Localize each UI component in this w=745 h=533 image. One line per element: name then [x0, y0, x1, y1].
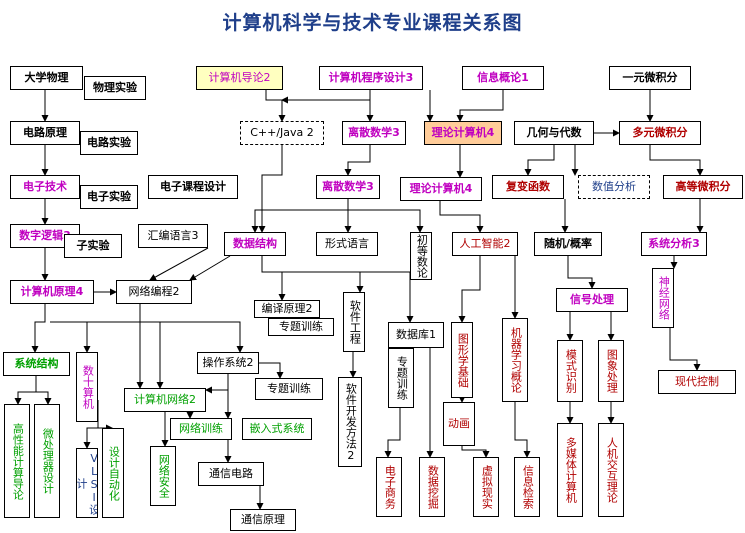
- course-node-lssx2: 离散数学3: [316, 175, 380, 199]
- connector-arrow: [456, 90, 504, 122]
- course-node-txyl: 通信原理: [230, 509, 296, 531]
- course-node-xxgl: 信息概论1: [462, 66, 544, 90]
- connector-arrow: [149, 247, 209, 281]
- connector-arrow: [514, 402, 531, 458]
- course-node-dywjf: 多元微积分: [619, 121, 701, 145]
- course-node-czxt: 操作系统2: [197, 352, 259, 374]
- course-node-jqxx: 机器学习概论: [502, 318, 528, 402]
- course-node-sjwl: 神经网络: [652, 268, 674, 328]
- connector-arrow: [348, 209, 424, 233]
- course-node-xsyy: 形式语言: [316, 232, 378, 256]
- course-node-wlaq: 网络安全: [150, 446, 176, 506]
- course-node-hbyy: 汇编语言3: [138, 224, 208, 248]
- course-node-ztxl2: 专题训练: [388, 348, 414, 408]
- connector-arrow: [669, 328, 701, 371]
- course-node-dzsy: 电子实验: [80, 185, 138, 209]
- connector-arrow: [50, 321, 91, 353]
- connector-arrow: [189, 255, 231, 281]
- course-node-vlsi: VLSI设计: [76, 448, 98, 518]
- course-node-xhcl: 信号处理: [556, 288, 628, 312]
- connector-arrow: [60, 321, 244, 353]
- course-node-dzkcsj: 电子课程设计: [148, 175, 238, 199]
- course-node-dxwl: 大学物理: [10, 66, 83, 90]
- course-node-jsjdl: 计算机导论2: [196, 66, 283, 90]
- course-node-gxnjs: 高性能计算导论: [4, 404, 30, 518]
- connector-arrow: [83, 400, 99, 449]
- connector-arrow: [31, 304, 46, 353]
- course-node-byyl: 编译原理2: [254, 300, 320, 318]
- course-node-ztxl3: 专题训练: [255, 378, 323, 400]
- course-node-qrsxt: 嵌入式系统: [242, 418, 312, 440]
- connector-arrow: [649, 145, 704, 176]
- course-node-sjsj: 数十算机: [76, 352, 98, 422]
- course-node-ztxl1: 专题训练: [268, 318, 334, 336]
- course-node-dlsy: 电路实验: [80, 131, 138, 155]
- course-node-mssb: 模式识别: [557, 340, 583, 402]
- connector-arrow: [258, 145, 283, 233]
- course-node-wclq: 微处理器设计: [34, 404, 60, 518]
- course-node-dzjs: 电子技术: [10, 175, 80, 199]
- connector-arrow: [261, 256, 286, 301]
- course-node-szsy: 子实验: [64, 234, 122, 258]
- course-node-szfx: 数值分析: [578, 175, 650, 199]
- course-node-jhds: 几何与代数: [514, 121, 594, 145]
- course-node-xtfx: 系统分析3: [641, 232, 707, 256]
- course-node-sjjg: 数据结构: [224, 232, 286, 256]
- connector-arrow: [439, 201, 484, 233]
- course-node-txcl: 图象处理: [598, 340, 624, 402]
- course-node-rjjh: 人机交互理论: [598, 423, 624, 517]
- course-node-yywjf: 一元微积分: [609, 66, 691, 90]
- connector-arrow: [344, 145, 371, 176]
- connector-arrow: [567, 256, 596, 289]
- course-node-lljsj2: 理论计算机4: [400, 177, 482, 201]
- connector-arrow: [458, 256, 481, 323]
- course-node-txjc: 图形学基础: [451, 322, 473, 398]
- course-node-wlbc: 网络编程2: [116, 280, 192, 304]
- course-node-wlxl: 网络训练: [170, 418, 232, 440]
- course-node-lssx1: 离散数学3: [342, 121, 406, 145]
- course-node-rgzn: 人工智能2: [452, 232, 518, 256]
- course-node-cxsj: 计算机程序设计3: [319, 66, 423, 90]
- connector-arrow: [205, 374, 229, 394]
- page-title: 计算机科学与技术专业课程关系图: [222, 12, 523, 34]
- course-node-cpp: C++/Java 2: [240, 121, 324, 145]
- connector-arrow: [524, 145, 555, 176]
- course-node-rjgc: 软件工程: [343, 292, 365, 352]
- course-node-fbhs: 复变函数: [492, 175, 564, 199]
- course-node-qdsl: 初等数论: [410, 232, 432, 280]
- course-node-jsjwl: 计算机网络2: [124, 388, 206, 412]
- course-node-lljsj1: 理论计算机4: [424, 121, 502, 145]
- course-node-sjzdh: 设计自动化: [102, 428, 124, 518]
- connector-arrow: [14, 376, 37, 405]
- course-node-sjk: 数据库1: [388, 322, 444, 348]
- connector-arrow: [259, 362, 284, 379]
- course-node-dmt: 多媒体计算机: [557, 423, 583, 517]
- connector-arrow: [36, 391, 52, 405]
- course-node-xtjg: 系统结构: [3, 352, 70, 376]
- connector-arrow: [461, 446, 490, 458]
- course-node-gdwjf: 高等微积分: [663, 175, 743, 199]
- course-node-wlsy: 物理实验: [84, 76, 146, 100]
- course-node-jsjyl: 计算机原理4: [10, 280, 94, 304]
- connector-arrow: [251, 199, 349, 233]
- course-node-sjgl: 随机/概率: [534, 232, 602, 256]
- course-node-sjwj: 数据挖掘: [419, 457, 445, 517]
- course-node-dzsw: 电子商务: [376, 457, 402, 517]
- connector-arrow: [262, 271, 364, 293]
- course-node-dlyl: 电路原理: [10, 121, 80, 145]
- course-node-xnxs: 虚拟现实: [473, 457, 499, 517]
- course-node-xdkz: 现代控制: [658, 370, 736, 394]
- course-node-rjkf: 软件开发方法2: [338, 377, 362, 467]
- course-node-txdl: 通信电路: [198, 462, 264, 486]
- course-node-xxjs: 信息检索: [514, 457, 540, 517]
- course-node-dh: 动画: [443, 402, 475, 446]
